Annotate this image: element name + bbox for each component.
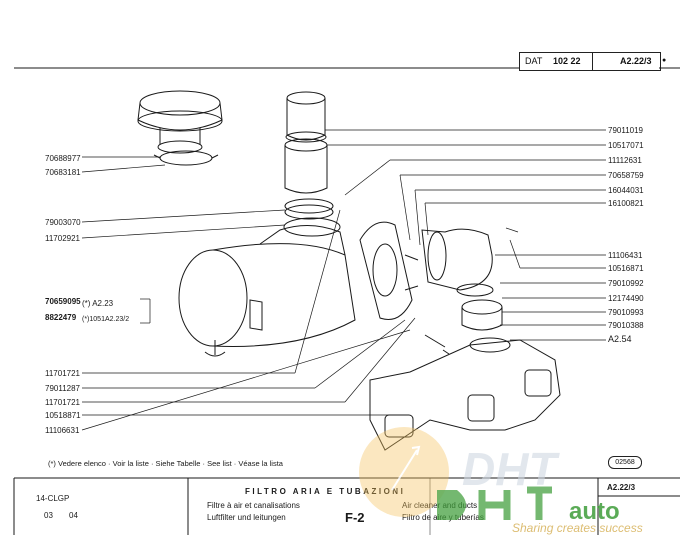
air-filter-body-drawing <box>178 217 356 357</box>
part-number: 70683181 <box>45 168 81 177</box>
dat-number: 102 22 <box>553 56 581 66</box>
gasket-stack-drawing <box>461 299 511 353</box>
header-divider <box>592 53 593 70</box>
page-ref: A2.22/3 <box>620 56 652 66</box>
part-number: 11701721 <box>45 398 80 407</box>
model-code: 14-CLGP <box>36 494 70 503</box>
part-number: 11106631 <box>45 426 80 435</box>
stamp-number: 02568 <box>615 459 635 466</box>
part-number: 11106431 <box>608 251 643 260</box>
title-fr: Filtre à air et canalisations <box>207 501 300 510</box>
exhaust-manifold-drawing <box>369 334 561 451</box>
title-de: Luftfilter und leitungen <box>207 513 286 522</box>
part-number: 10518871 <box>45 411 81 420</box>
part-number: 70659095 <box>45 297 81 306</box>
part-number: 11701721 <box>45 369 80 378</box>
watermark-slogan: Sharing creates success <box>512 521 643 535</box>
header-box: DAT 102 22 A2.22/3 <box>519 52 661 71</box>
part-number: 8822479 <box>45 313 77 322</box>
part-number: 11702921 <box>45 234 80 243</box>
page-dot: ● <box>662 57 667 64</box>
part-number: 70688977 <box>45 154 81 163</box>
group-code-a: 03 <box>44 511 53 520</box>
cross-reference: A2.54 <box>608 334 632 344</box>
footer-page-ref: A2.22/3 <box>607 483 636 492</box>
part-number: 16044031 <box>608 186 644 195</box>
part-number: 79011287 <box>45 384 80 393</box>
stamp-oval: 02568 <box>608 456 642 469</box>
hose-sleeve-drawing <box>284 91 334 220</box>
elbow-duct-drawing <box>421 228 494 297</box>
part-number: 16100821 <box>608 199 644 208</box>
legend-note: (*) Vedere elenco · Voir la liste · Sieh… <box>48 459 283 468</box>
part-number: 12174490 <box>608 294 644 303</box>
leader-lines-right <box>325 129 606 341</box>
part-number: 79011019 <box>608 126 643 135</box>
part-note: (*) A2.23 <box>82 299 114 308</box>
part-number: 10517071 <box>608 141 644 150</box>
svg-text:DHT: DHT <box>462 443 560 495</box>
part-number: 79003070 <box>45 218 81 227</box>
group-code-b: 04 <box>69 511 78 520</box>
part-number: 79010993 <box>608 308 644 317</box>
leader-lines-left <box>81 156 416 431</box>
section-title: FILTRO ARIA E TUBAZIONI <box>245 487 406 496</box>
part-number: 11112631 <box>608 156 642 165</box>
flange-ring-drawing <box>359 221 419 320</box>
part-number: 10516871 <box>608 264 644 273</box>
part-note: (*)1051A2.23/2 <box>82 316 130 323</box>
part-number: 79010388 <box>608 321 644 330</box>
part-number: 79010992 <box>608 279 644 288</box>
dat-label: DAT <box>525 56 543 66</box>
section-number: F-2 <box>345 510 365 525</box>
watermark-logo-icon: DHT <box>359 427 560 520</box>
watermark-brand: auto <box>569 498 620 525</box>
part-number: 70658759 <box>608 171 644 180</box>
precleaner-cap-drawing <box>137 90 223 166</box>
watermark-logo: DHT auto Sharing creates success <box>357 420 680 535</box>
